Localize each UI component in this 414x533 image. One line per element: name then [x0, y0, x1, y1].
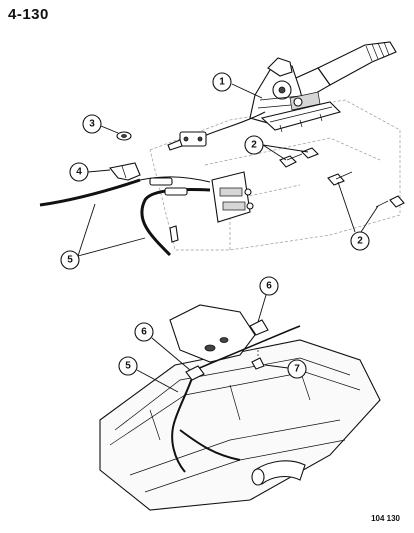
- svg-text:2: 2: [251, 140, 257, 151]
- upper-view: [39, 41, 405, 257]
- svg-text:5: 5: [67, 255, 73, 266]
- bolt-lower: [327, 171, 353, 186]
- svg-text:6: 6: [141, 327, 147, 338]
- bolt-middle: [301, 147, 319, 159]
- frame-rail: [189, 325, 301, 373]
- callout-5-lower: 5: [118, 356, 179, 393]
- callout-3: 3: [82, 114, 119, 134]
- equalizer: [167, 131, 207, 151]
- rear-cable-right: [140, 187, 211, 257]
- svg-text:7: 7: [294, 364, 300, 375]
- lever-mechanism: [249, 57, 321, 126]
- cable-clip: [109, 162, 141, 181]
- callout-7: 7: [264, 359, 307, 379]
- svg-text:1: 1: [219, 77, 225, 88]
- rail-clip-left: [185, 365, 205, 381]
- svg-text:5: 5: [125, 361, 131, 372]
- svg-text:4: 4: [76, 167, 82, 178]
- callout-5-upper: 5: [60, 203, 146, 270]
- tunnel-hump: [169, 304, 256, 363]
- cable-connector-bracket: [211, 171, 254, 223]
- callout-6-right: 6: [257, 276, 279, 323]
- svg-text:6: 6: [266, 281, 272, 292]
- cable-end-pin: [169, 225, 179, 243]
- lower-view: [99, 304, 381, 511]
- callout-1: 1: [212, 72, 263, 99]
- lever-mounting-bracket: [260, 101, 342, 133]
- callout-6-left: 6: [134, 322, 191, 371]
- callout-2-upper: 2: [244, 135, 309, 161]
- bolt-right: [375, 195, 405, 208]
- figure-code: 104 130: [371, 514, 400, 523]
- cable-routing: [174, 377, 193, 421]
- retainer-nut: [116, 131, 132, 141]
- mounting-screw: [251, 350, 265, 370]
- callout-4: 4: [69, 162, 111, 182]
- page-title: 4-130: [8, 6, 49, 23]
- svg-text:2: 2: [357, 236, 363, 247]
- rear-cable-left: [39, 176, 211, 207]
- svg-text:3: 3: [89, 119, 95, 130]
- exhaust-pipe: [251, 460, 306, 486]
- bolt-upper: [279, 153, 303, 168]
- underbody-floor: [99, 339, 381, 511]
- callout-2-lower: 2: [337, 181, 379, 251]
